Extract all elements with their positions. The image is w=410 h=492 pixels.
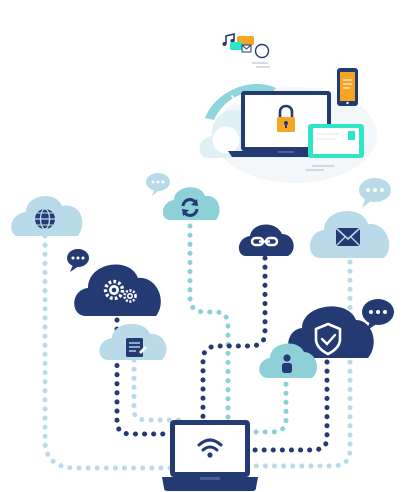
settings-cloud <box>74 264 161 316</box>
tablet-icon <box>308 124 364 158</box>
path-document <box>131 357 186 423</box>
top-scene <box>199 32 377 183</box>
path-sync <box>187 223 231 423</box>
gears-icon <box>103 279 137 303</box>
sync-icon <box>181 198 199 217</box>
user-icon <box>282 354 292 373</box>
globe-icon <box>35 208 55 230</box>
mail-icon <box>335 227 361 247</box>
document-icon <box>126 338 147 357</box>
chat-bubble-icon <box>359 178 391 208</box>
mail-icon <box>241 44 252 53</box>
path-link <box>200 255 268 423</box>
path-shield <box>249 359 330 453</box>
shield-cloud <box>288 306 374 358</box>
path-globe <box>42 233 189 471</box>
globe-cloud <box>11 195 83 236</box>
laptop-wifi-icon <box>162 420 258 491</box>
smartphone-icon <box>337 68 358 106</box>
user-cloud <box>259 343 318 378</box>
chat-bubble-icon <box>146 173 170 196</box>
path-user <box>247 372 289 435</box>
path-settings <box>114 317 173 437</box>
chat-bubble-icon <box>67 249 89 272</box>
circle-icon <box>254 43 270 59</box>
document-cloud <box>99 323 167 360</box>
chat-bubble-icon <box>362 299 394 331</box>
link-cloud <box>238 224 294 256</box>
mail-cloud <box>309 211 390 258</box>
connection-paths <box>42 223 353 471</box>
chat-bubble-icon <box>230 36 254 50</box>
shield-check-icon <box>314 322 342 356</box>
link-icon <box>250 236 279 247</box>
path-mail <box>252 259 353 469</box>
sync-cloud <box>162 187 220 220</box>
padlock-icon <box>277 104 295 132</box>
